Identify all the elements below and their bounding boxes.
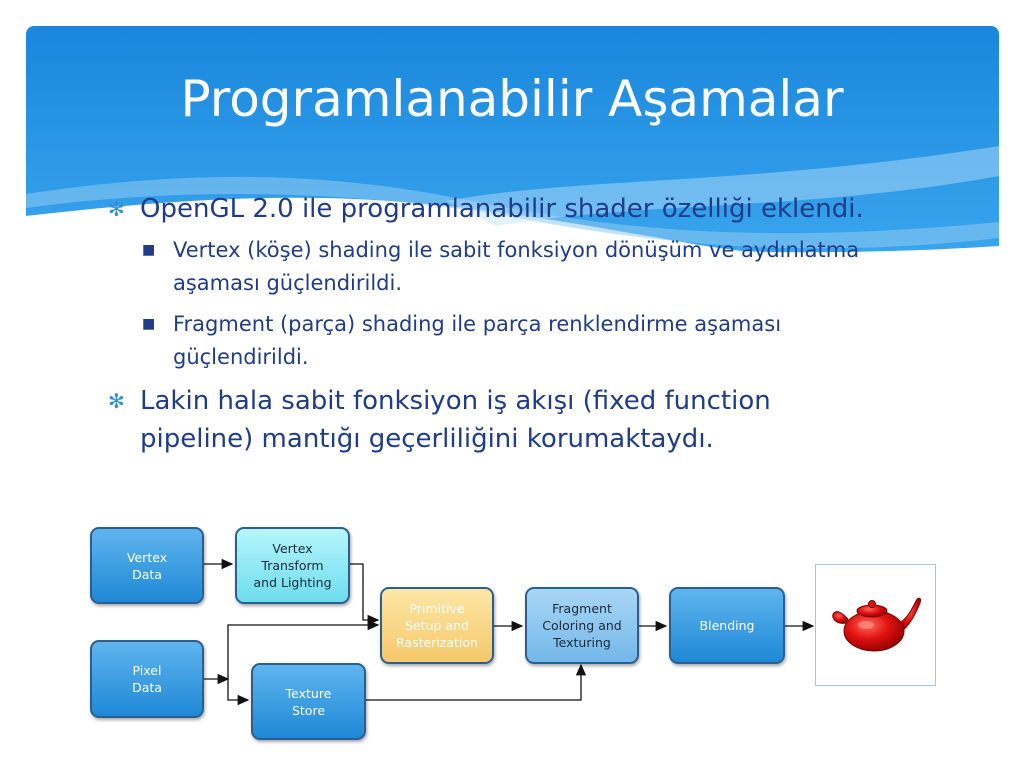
bullet-item: ✻ OpenGL 2.0 ile programlanabilir shader… xyxy=(108,190,868,228)
texture-store-node: Texture Store xyxy=(251,663,366,740)
vertex-data-node: Vertex Data xyxy=(90,527,204,604)
node-label: Texture Store xyxy=(285,685,332,718)
slide-title: Programlanabilir Aşamalar xyxy=(180,70,844,128)
banner-wave-graphic xyxy=(26,26,999,256)
sub-bullet-text: Vertex (köşe) shading ile sabit fonksiyo… xyxy=(173,238,860,295)
bullet-text: OpenGL 2.0 ile programlanabilir shader ö… xyxy=(140,194,864,224)
node-label: Pixel Data xyxy=(132,663,162,695)
asterisk-bullet-icon: ✻ xyxy=(108,389,125,413)
pipeline-connectors xyxy=(204,558,815,706)
node-label: Blending xyxy=(699,618,755,633)
primitive-setup-node: Primitive Setup and Rasterization xyxy=(380,587,494,664)
sub-bullet-item: ■ Fragment (parça) shading ile parça ren… xyxy=(108,308,868,374)
node-label: Fragment Coloring and Texturing xyxy=(542,601,622,650)
sub-bullet-text: Fragment (parça) shading ile parça renkl… xyxy=(173,312,782,369)
pixel-data-node: Pixel Data xyxy=(90,640,204,718)
node-label: Vertex Data xyxy=(126,549,168,582)
node-label: Vertex Transform and Lighting xyxy=(253,541,332,590)
vertex-transform-node: Vertex Transform and Lighting xyxy=(235,527,350,604)
sub-bullet-item: ■ Vertex (köşe) shading ile sabit fonksi… xyxy=(108,234,868,300)
bullet-text: Lakin hala sabit fonksiyon iş akışı (fix… xyxy=(140,386,771,454)
bullet-item: ✻ Lakin hala sabit fonksiyon iş akışı (f… xyxy=(108,382,868,458)
output-image-frame xyxy=(815,564,936,686)
node-label: Primitive Setup and Rasterization xyxy=(396,601,478,650)
bullet-list: ✻ OpenGL 2.0 ile programlanabilir shader… xyxy=(108,190,868,464)
blending-node: Blending xyxy=(669,587,785,664)
square-bullet-icon: ■ xyxy=(142,316,156,332)
asterisk-bullet-icon: ✻ xyxy=(108,197,125,221)
square-bullet-icon: ■ xyxy=(142,242,156,258)
title-banner xyxy=(26,26,999,256)
fragment-coloring-node: Fragment Coloring and Texturing xyxy=(525,587,639,664)
teapot-image xyxy=(832,597,921,652)
